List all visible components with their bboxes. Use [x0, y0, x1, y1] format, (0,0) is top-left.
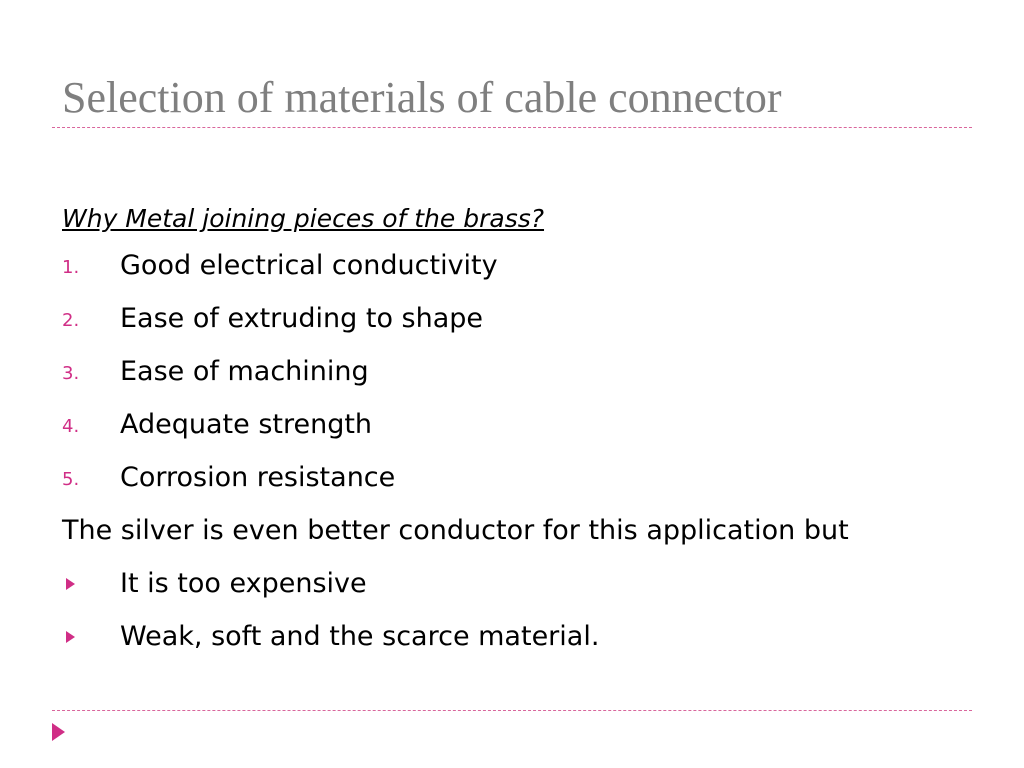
bullet-list: It is too expensive Weak, soft and the s… [62, 557, 982, 663]
title-divider [52, 127, 972, 128]
list-item: It is too expensive [62, 557, 982, 610]
list-item-text: Ease of extruding to shape [120, 303, 484, 334]
subheading: Why Metal joining pieces of the brass? [62, 204, 545, 233]
triangle-right-icon [66, 578, 75, 590]
list-item-text: Weak, soft and the scarce material. [120, 621, 600, 652]
list-item-text: Good electrical conductivity [120, 250, 498, 281]
list-number: 2. [62, 310, 80, 331]
statement-text: The silver is even better conductor for … [62, 515, 849, 546]
list-number: 5. [62, 469, 80, 490]
list-item: 5. Corrosion resistance [62, 451, 982, 504]
list-item: 4. Adequate strength [62, 398, 982, 451]
slide-title: Selection of materials of cable connecto… [62, 73, 782, 122]
slide-body: Why Metal joining pieces of the brass? 1… [62, 199, 982, 663]
list-item: 3. Ease of machining [62, 345, 982, 398]
numbered-list: 1. Good electrical conductivity 2. Ease … [62, 239, 982, 504]
list-number: 4. [62, 416, 80, 437]
list-item-text: Adequate strength [120, 409, 373, 440]
list-item-text: Corrosion resistance [120, 462, 396, 493]
footer-divider [52, 710, 972, 711]
list-item: 2. Ease of extruding to shape [62, 292, 982, 345]
list-number: 1. [62, 257, 80, 278]
list-item: Weak, soft and the scarce material. [62, 610, 982, 663]
list-item-text: Ease of machining [120, 356, 369, 387]
triangle-right-icon [52, 723, 65, 741]
list-item-text: It is too expensive [120, 568, 367, 599]
list-item: 1. Good electrical conductivity [62, 239, 982, 292]
triangle-right-icon [66, 631, 75, 643]
list-number: 3. [62, 363, 80, 384]
